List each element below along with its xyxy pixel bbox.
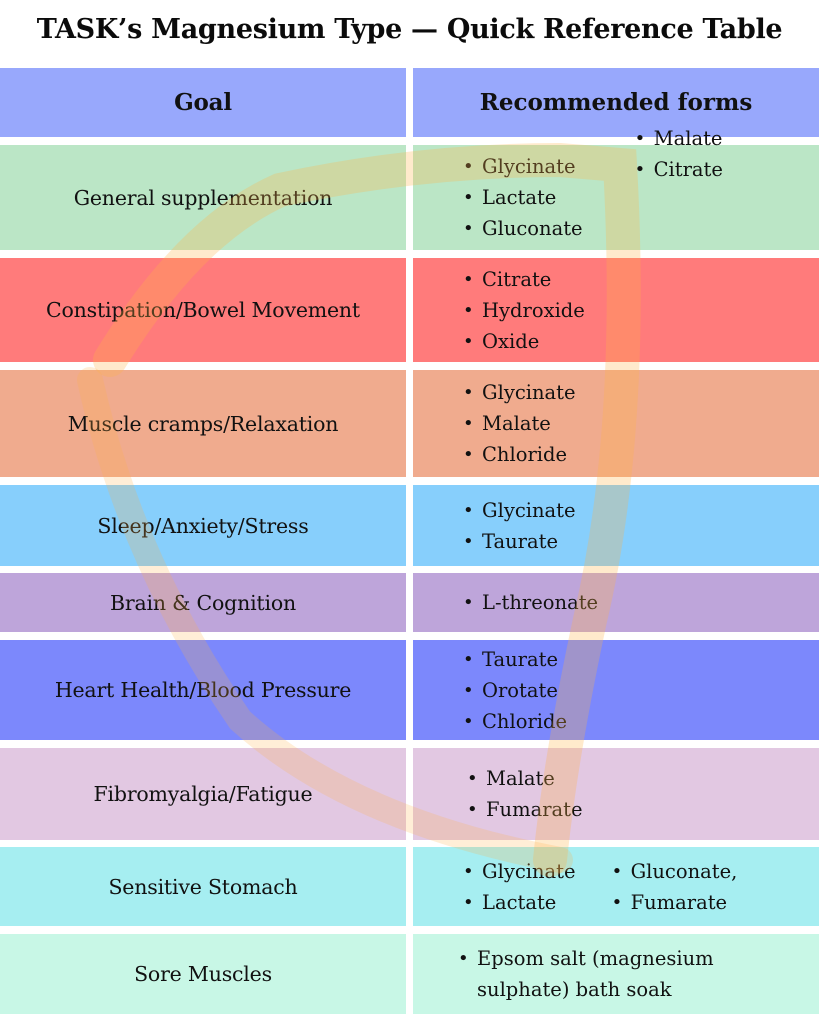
goal-cell: Heart Health/Blood Pressure <box>0 640 406 740</box>
forms-cell: L-threonate <box>413 573 819 632</box>
form-item: Glycinate <box>461 151 583 182</box>
goal-cell: General supplementation <box>0 145 406 250</box>
form-item: Fumarate <box>465 794 583 825</box>
form-item: Citrate <box>633 154 723 185</box>
table-row: Sleep/Anxiety/Stress Glycinate Taurate <box>0 485 819 566</box>
header-forms: Recommended forms <box>413 68 819 137</box>
form-item: Fumarate <box>610 887 738 918</box>
forms-list: Glycinate Lactate <box>461 856 576 918</box>
form-item: Glycinate <box>461 856 576 887</box>
forms-list: Glycinate Lactate Gluconate <box>461 151 583 244</box>
forms-list: Gluconate, Fumarate <box>610 856 738 918</box>
form-item: Chloride <box>461 706 567 737</box>
header-goal: Goal <box>0 68 406 137</box>
form-item: Gluconate <box>461 213 583 244</box>
form-item: Epsom salt (magnesium sulphate) bath soa… <box>456 943 736 1005</box>
forms-cell: Glycinate Taurate <box>413 485 819 566</box>
goal-cell: Brain & Cognition <box>0 573 406 632</box>
form-item: Gluconate, <box>610 856 738 887</box>
forms-cell: Glycinate Lactate Gluconate Malate Citra… <box>413 123 819 250</box>
forms-cell: Taurate Orotate Chloride <box>413 640 819 740</box>
form-item: Malate <box>461 408 576 439</box>
form-item: L-threonate <box>461 587 598 618</box>
table-row: Sensitive Stomach Glycinate Lactate Gluc… <box>0 847 819 926</box>
table-row: Heart Health/Blood Pressure Taurate Orot… <box>0 640 819 740</box>
forms-cell: Epsom salt (magnesium sulphate) bath soa… <box>413 934 819 1014</box>
table-row: General supplementation Glycinate Lactat… <box>0 123 819 250</box>
forms-cell: Glycinate Lactate Gluconate, Fumarate <box>413 847 819 926</box>
page-title: TASK’s Magnesium Type — Quick Reference … <box>36 14 783 45</box>
table-row: Muscle cramps/Relaxation Glycinate Malat… <box>0 370 819 477</box>
forms-list: Glycinate Malate Chloride <box>461 377 576 470</box>
form-item: Oxide <box>461 326 585 357</box>
forms-list: Glycinate Taurate <box>461 495 576 557</box>
goal-cell: Constipation/Bowel Movement <box>0 258 406 362</box>
form-item: Chloride <box>461 439 576 470</box>
forms-list: L-threonate <box>461 587 598 618</box>
forms-list: Epsom salt (magnesium sulphate) bath soa… <box>456 943 736 1005</box>
form-item: Hydroxide <box>461 295 585 326</box>
table-row: Fibromyalgia/Fatigue Malate Fumarate <box>0 748 819 840</box>
form-item: Lactate <box>461 182 583 213</box>
forms-cell: Citrate Hydroxide Oxide <box>413 258 819 362</box>
form-item: Malate <box>633 123 723 154</box>
forms-cell: Glycinate Malate Chloride <box>413 370 819 477</box>
form-item: Glycinate <box>461 495 576 526</box>
table-header: Goal Recommended forms <box>0 68 819 137</box>
form-item: Glycinate <box>461 377 576 408</box>
goal-cell: Sensitive Stomach <box>0 847 406 926</box>
table-row: Brain & Cognition L-threonate <box>0 573 819 632</box>
forms-list: Malate Citrate <box>633 123 723 244</box>
goal-cell: Muscle cramps/Relaxation <box>0 370 406 477</box>
goal-cell: Sleep/Anxiety/Stress <box>0 485 406 566</box>
form-item: Orotate <box>461 675 567 706</box>
form-item: Taurate <box>461 644 567 675</box>
forms-list: Taurate Orotate Chloride <box>461 644 567 737</box>
table-row: Constipation/Bowel Movement Citrate Hydr… <box>0 258 819 362</box>
forms-list: Malate Fumarate <box>465 763 583 825</box>
goal-cell: Sore Muscles <box>0 934 406 1014</box>
goal-cell: Fibromyalgia/Fatigue <box>0 748 406 840</box>
table-row: Sore Muscles Epsom salt (magnesium sulph… <box>0 934 819 1014</box>
form-item: Malate <box>465 763 583 794</box>
form-item: Lactate <box>461 887 576 918</box>
form-item: Taurate <box>461 526 576 557</box>
forms-cell: Malate Fumarate <box>413 748 819 840</box>
form-item: Citrate <box>461 264 585 295</box>
forms-list: Citrate Hydroxide Oxide <box>461 264 585 357</box>
